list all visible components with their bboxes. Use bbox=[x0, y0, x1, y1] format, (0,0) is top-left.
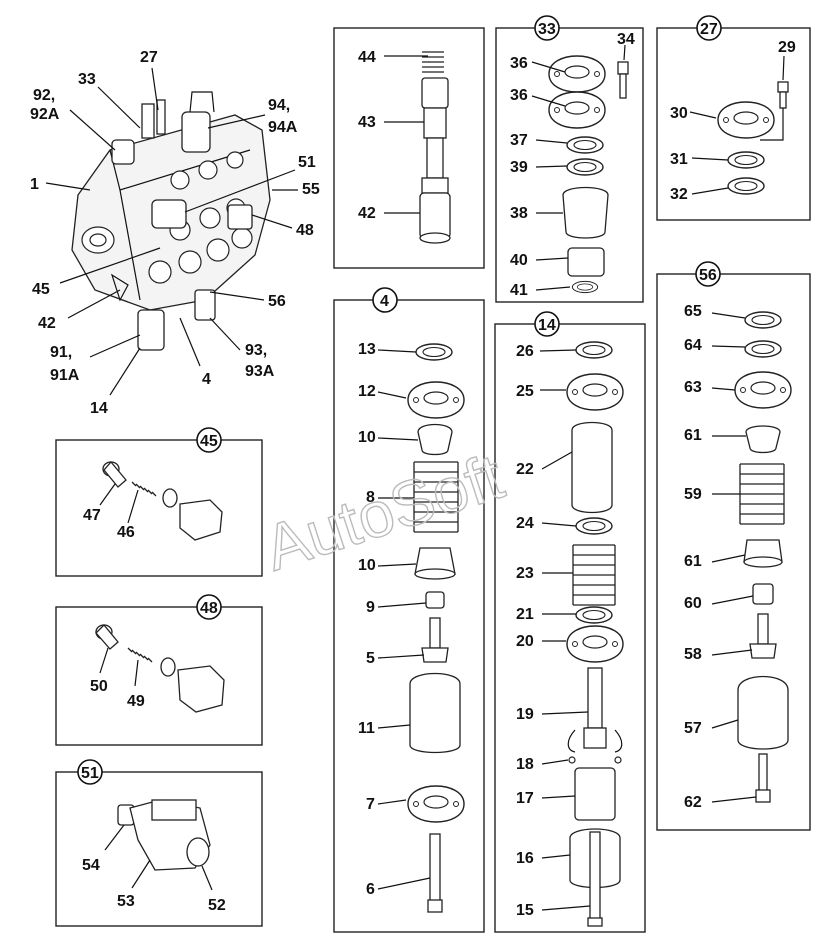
label-48: 48 bbox=[296, 222, 314, 239]
label-56: 56 bbox=[268, 293, 286, 310]
label-47: 47 bbox=[83, 507, 101, 524]
label-61-lower: 61 bbox=[684, 553, 702, 570]
label-94A: 94A bbox=[268, 119, 298, 136]
label-91: 91, bbox=[50, 344, 72, 361]
label-58: 58 bbox=[684, 646, 702, 663]
label-4: 4 bbox=[202, 371, 211, 388]
label-14: 14 bbox=[90, 400, 108, 417]
label-57: 57 bbox=[684, 720, 702, 737]
label-46: 46 bbox=[117, 524, 135, 541]
label-42: 42 bbox=[38, 315, 56, 332]
badge-27: 27 bbox=[700, 21, 718, 38]
label-23: 23 bbox=[516, 565, 534, 582]
label-91A: 91A bbox=[50, 367, 80, 384]
label-29: 29 bbox=[778, 39, 796, 56]
label-33: 33 bbox=[78, 71, 96, 88]
label-63: 63 bbox=[684, 379, 702, 396]
label-17: 17 bbox=[516, 790, 534, 807]
label-39: 39 bbox=[510, 159, 528, 176]
label-15: 15 bbox=[516, 902, 534, 919]
label-93: 93, bbox=[245, 342, 267, 359]
label-20: 20 bbox=[516, 633, 534, 650]
label-30: 30 bbox=[670, 105, 688, 122]
label-11: 11 bbox=[358, 720, 375, 737]
badge-51: 51 bbox=[81, 765, 99, 782]
panel-group-51: 51 bbox=[55, 759, 263, 927]
panel-group-56: 56 bbox=[656, 261, 811, 831]
label-18: 18 bbox=[516, 756, 534, 773]
label-37: 37 bbox=[510, 132, 528, 149]
label-34: 34 bbox=[617, 31, 635, 48]
badge-33: 33 bbox=[538, 21, 556, 38]
label-36-upper: 36 bbox=[510, 55, 528, 72]
label-92: 92, bbox=[33, 87, 55, 104]
label-61-upper: 61 bbox=[684, 427, 702, 444]
label-45: 45 bbox=[32, 281, 50, 298]
label-94: 94, bbox=[268, 97, 290, 114]
label-32: 32 bbox=[670, 186, 688, 203]
label-26: 26 bbox=[516, 343, 534, 360]
label-16: 16 bbox=[516, 850, 534, 867]
label-62: 62 bbox=[684, 794, 702, 811]
label-12: 12 bbox=[358, 383, 376, 400]
label-55: 55 bbox=[302, 181, 320, 198]
label-36-lower: 36 bbox=[510, 87, 528, 104]
label-9: 9 bbox=[366, 599, 375, 616]
panel-group-33: 33 bbox=[495, 15, 644, 303]
label-27: 27 bbox=[140, 49, 158, 66]
label-7: 7 bbox=[366, 796, 375, 813]
main-leaders bbox=[45, 67, 298, 396]
label-41: 41 bbox=[510, 282, 528, 299]
label-52: 52 bbox=[208, 897, 226, 914]
label-65: 65 bbox=[684, 303, 702, 320]
panel-spool-42-44 bbox=[333, 27, 485, 269]
label-24: 24 bbox=[516, 515, 534, 532]
label-43: 43 bbox=[358, 114, 376, 131]
label-5: 5 bbox=[366, 650, 375, 667]
label-22: 22 bbox=[516, 461, 534, 478]
label-44: 44 bbox=[358, 49, 376, 66]
badge-14: 14 bbox=[538, 317, 556, 334]
watermark: AutoSoft bbox=[256, 440, 512, 584]
badge-48: 48 bbox=[200, 600, 218, 617]
panel-group-45: 45 bbox=[55, 427, 263, 577]
label-42-spool: 42 bbox=[358, 205, 376, 222]
badge-45: 45 bbox=[200, 433, 218, 450]
panel-group-48: 48 bbox=[55, 594, 263, 746]
main-valve-body bbox=[71, 91, 271, 351]
label-93A: 93A bbox=[245, 363, 275, 380]
panel-group-4: 4 bbox=[333, 287, 485, 933]
label-1: 1 bbox=[30, 176, 39, 193]
panel-group-14: 14 bbox=[494, 311, 646, 933]
label-64: 64 bbox=[684, 337, 702, 354]
label-31: 31 bbox=[670, 151, 688, 168]
label-19: 19 bbox=[516, 706, 534, 723]
label-10-upper: 10 bbox=[358, 429, 376, 446]
badge-4: 4 bbox=[380, 293, 389, 310]
label-54: 54 bbox=[82, 857, 100, 874]
badge-56: 56 bbox=[699, 267, 717, 284]
label-13: 13 bbox=[358, 341, 376, 358]
label-49: 49 bbox=[127, 693, 145, 710]
label-40: 40 bbox=[510, 252, 528, 269]
label-59: 59 bbox=[684, 486, 702, 503]
label-53: 53 bbox=[117, 893, 135, 910]
label-10-lower: 10 bbox=[358, 557, 376, 574]
label-50: 50 bbox=[90, 678, 108, 695]
panel-group-27: 27 bbox=[656, 15, 811, 221]
label-51: 51 bbox=[298, 154, 316, 171]
label-6: 6 bbox=[366, 881, 375, 898]
label-92A: 92A bbox=[30, 106, 60, 123]
label-21: 21 bbox=[516, 606, 534, 623]
label-60: 60 bbox=[684, 595, 702, 612]
label-25: 25 bbox=[516, 383, 534, 400]
label-8: 8 bbox=[366, 489, 375, 506]
label-38: 38 bbox=[510, 205, 528, 222]
